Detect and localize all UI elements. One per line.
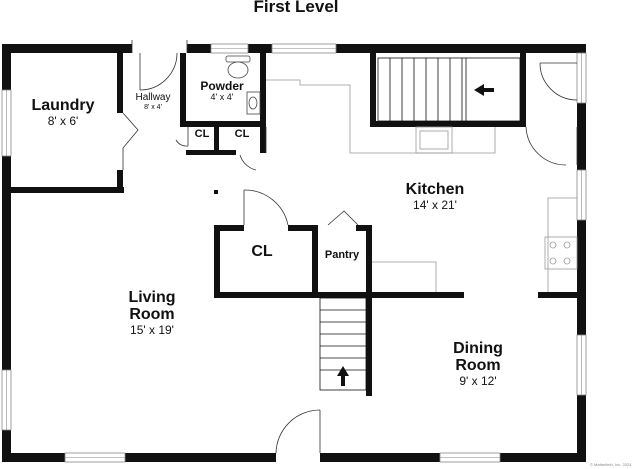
room-name-line1: Living — [128, 289, 176, 306]
wall-cl-divider — [214, 121, 219, 155]
room-name-line2: Room — [455, 356, 501, 374]
wall-pantry-right — [366, 225, 372, 298]
wall-stair-left — [370, 53, 376, 127]
wall-cl-pantry-div — [312, 225, 318, 298]
plan-title: First Level — [253, 0, 339, 16]
counters — [266, 79, 578, 292]
room-dims: 9' x 12' — [459, 373, 497, 388]
wall-top-mid2 — [248, 44, 272, 53]
wall-stair-bottom — [370, 121, 525, 127]
wall-stair-right — [520, 53, 526, 127]
kitchen-sink — [415, 126, 453, 154]
room-name: Kitchen — [405, 181, 465, 198]
room-label-living: Living Room 15' x 19' — [100, 289, 204, 337]
copyright-credit: © Matterfield, Inc. 2024 — [590, 462, 632, 467]
room-label-dining: Dining Room 9' x 12' — [430, 340, 526, 388]
room-label-hallway: Hallway 8' x 4' — [128, 92, 178, 111]
wall-cl-main-left — [214, 225, 220, 298]
room-label-cl-main: CL — [251, 243, 273, 260]
wall-powder-right — [260, 53, 266, 153]
wall-laundry-right-top — [117, 53, 123, 113]
wall-powder-bottom — [186, 121, 266, 127]
wall-bottom-left — [2, 453, 276, 462]
wall-right — [577, 44, 586, 462]
room-label-laundry: Laundry 8' x 6' — [18, 97, 108, 128]
wall-top-right — [336, 44, 586, 53]
room-label-pantry: Pantry — [324, 249, 360, 261]
wall-dining-stub — [538, 292, 586, 298]
left-arrow-icon — [474, 84, 494, 96]
toilet-fixture — [225, 55, 251, 79]
sink-fixture — [246, 91, 261, 115]
wall-cl-bottom — [186, 150, 236, 155]
room-label-cl-right: CL — [234, 128, 250, 140]
wall-cl-main-bottom — [214, 292, 464, 298]
wall-living-top-stub — [214, 190, 218, 194]
room-label-powder: Powder 4' x 4' — [190, 80, 254, 102]
wall-hall-right — [180, 53, 186, 127]
room-name: Powder — [200, 79, 244, 93]
wall-pantry-top — [356, 225, 372, 231]
stairs-upper — [377, 57, 521, 122]
wall-laundry-bottom — [2, 187, 124, 193]
room-name: Hallway — [135, 92, 171, 103]
room-dims: 14' x 21' — [413, 197, 457, 212]
doors — [122, 40, 578, 454]
wall-top-left — [2, 44, 132, 53]
wall-stair2-right — [366, 298, 372, 396]
wall-cl-main-top — [214, 225, 244, 231]
interior-walls — [2, 53, 586, 396]
room-label-cl-left: CL — [194, 128, 210, 140]
room-name-line1: Dining — [453, 340, 503, 357]
up-arrow-icon — [337, 366, 349, 386]
wall-left — [2, 44, 11, 462]
room-label-kitchen: Kitchen 14' x 21' — [385, 181, 485, 212]
kitchen-range — [544, 236, 578, 270]
wall-top-mid — [187, 44, 211, 53]
room-dims: 8' x 4' — [144, 103, 162, 111]
room-name: Laundry — [31, 97, 95, 114]
room-dims: 4' x 4' — [210, 91, 234, 102]
room-dims: 8' x 6' — [47, 113, 79, 128]
room-dims: 15' x 19' — [130, 322, 174, 337]
wall-cl-main-top2 — [288, 225, 318, 231]
room-name-line2: Room — [129, 305, 175, 323]
wall-laundry-right-bottom — [117, 170, 123, 193]
